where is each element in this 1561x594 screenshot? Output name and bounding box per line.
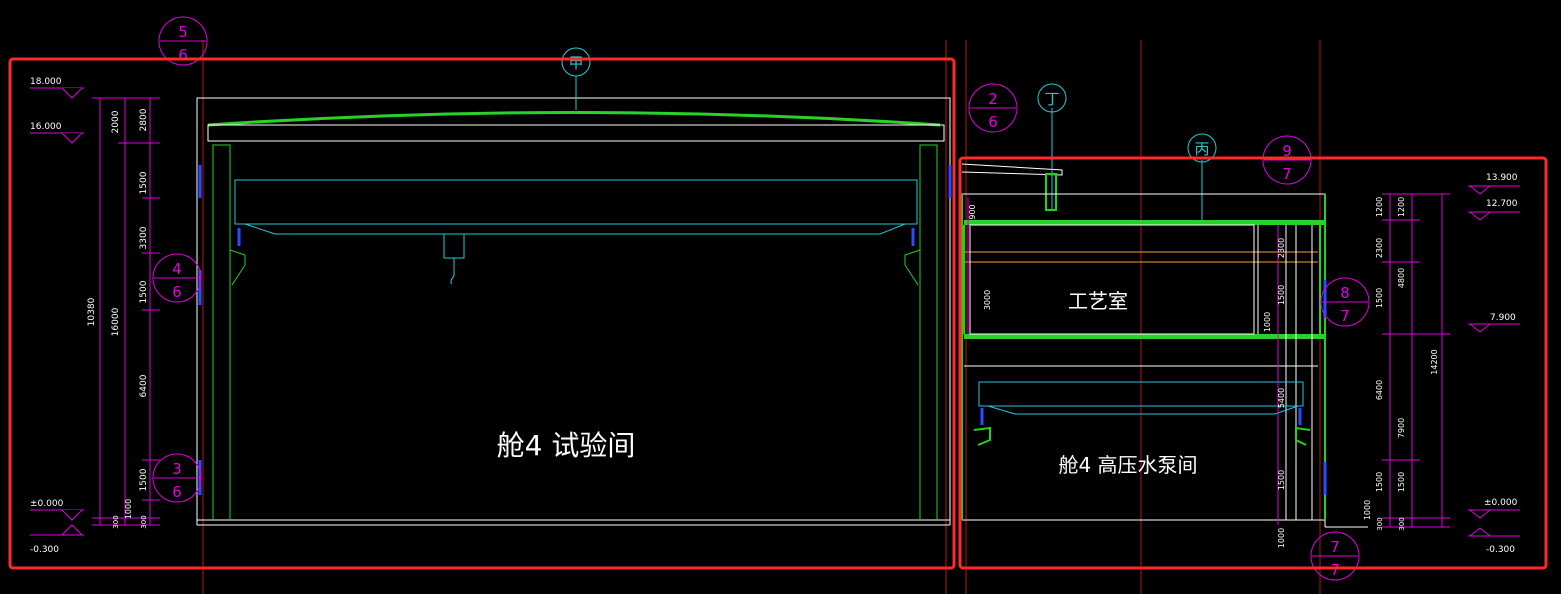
dimension-text: 300: [140, 515, 148, 528]
dimension-text: 4800: [1397, 268, 1406, 288]
detail-ref-sheet: 6: [172, 283, 182, 301]
left-crane: [234, 179, 918, 285]
selection-box-left[interactable]: [8, 57, 956, 570]
detail-ref-sheet: 6: [172, 483, 182, 501]
dimension-text: 14200: [1430, 349, 1439, 374]
dimension-text: 2000: [111, 110, 121, 133]
dimension-text: 300: [112, 515, 120, 528]
detail-ref-number: 3: [172, 460, 182, 478]
selection-box-right[interactable]: [958, 156, 1548, 570]
dimension-text: 1000: [1263, 312, 1272, 332]
dimension-text: 1500: [139, 468, 149, 491]
dimension-text: 3000: [983, 290, 992, 310]
elevation-label: -0.300: [1486, 545, 1515, 555]
dimension-text: 1500: [139, 171, 149, 194]
dimension-text: 1500: [139, 280, 149, 303]
left-roof-beam: [207, 124, 945, 142]
axis-tag-circle: [561, 47, 591, 77]
elevation-label: 18.000: [30, 77, 62, 87]
dimension-text: 2300: [1375, 238, 1384, 258]
axis-tag-label: 丙: [1194, 140, 1209, 158]
dimension-text: 1000: [1363, 500, 1372, 520]
detail-ref-sheet: 6: [178, 46, 188, 64]
right-room-label-upper: 工艺室: [1068, 289, 1128, 313]
right-section-drawing: [961, 83, 1520, 581]
dimension-text: 5400: [1277, 388, 1286, 408]
axis-lines: [202, 40, 1321, 594]
axis-tag-label: 丁: [1044, 90, 1059, 108]
left-roof-truss: [207, 111, 941, 127]
dimension-text: 1000: [1277, 528, 1286, 548]
right-room-label-lower: 舱4 高压水泵间: [1058, 453, 1197, 477]
detail-ref-number: 5: [178, 23, 188, 41]
dimension-text: 10380: [87, 297, 97, 326]
elevation-label: -0.300: [30, 545, 59, 555]
elevation-label: 13.900: [1486, 173, 1518, 183]
dimension-text: 6400: [139, 374, 149, 397]
dimension-text: 300: [1398, 517, 1406, 530]
elevation-label: 12.700: [1486, 199, 1518, 209]
left-section-drawing: [30, 16, 952, 536]
left-dimension-lines: [30, 87, 160, 536]
left-building-outline: [196, 97, 951, 525]
elevation-label: 16.000: [30, 122, 62, 132]
detail-ref-sheet: 6: [988, 113, 998, 131]
dimension-text: 300: [1376, 517, 1384, 530]
dimension-text: 2800: [139, 108, 149, 131]
detail-ref-number: 8: [1340, 284, 1350, 302]
dimension-text: 1200: [1375, 197, 1384, 217]
elevation-label: ±0.000: [1484, 498, 1518, 508]
dimension-text: 900: [968, 204, 977, 219]
dimension-text: 1500: [1397, 472, 1406, 492]
dimension-text: 1500: [1375, 472, 1384, 492]
detail-ref-sheet: 7: [1340, 307, 1350, 325]
left-columns: [212, 144, 938, 520]
dimension-text: 2300: [1277, 238, 1286, 258]
dimension-text: 7900: [1397, 418, 1406, 438]
dimension-text: 1500: [1277, 285, 1286, 305]
detail-ref-sheet: 7: [1282, 165, 1292, 183]
dimension-text: 1000: [124, 499, 133, 519]
dimension-text: 1500: [1277, 470, 1286, 490]
detail-ref-number: 7: [1330, 538, 1340, 556]
left-detail-circles: [152, 16, 208, 503]
dimension-text: 3300: [139, 226, 149, 249]
dimension-text: 1200: [1397, 197, 1406, 217]
elevation-label: ±0.000: [30, 499, 64, 509]
dimension-text: 16000: [111, 307, 121, 336]
detail-ref-number: 9: [1282, 142, 1292, 160]
detail-ref-sheet: 7: [1330, 561, 1340, 579]
dimension-text: 1500: [1375, 288, 1384, 308]
detail-ref-number: 2: [988, 90, 998, 108]
axis-tag-label: 甲: [568, 54, 583, 72]
elevation-label: 7.900: [1490, 313, 1516, 323]
right-building-outline: [961, 193, 1326, 527]
dimension-text: 6400: [1375, 380, 1384, 400]
detail-ref-number: 4: [172, 260, 182, 278]
left-room-label: 舱4 试验间: [497, 429, 636, 462]
